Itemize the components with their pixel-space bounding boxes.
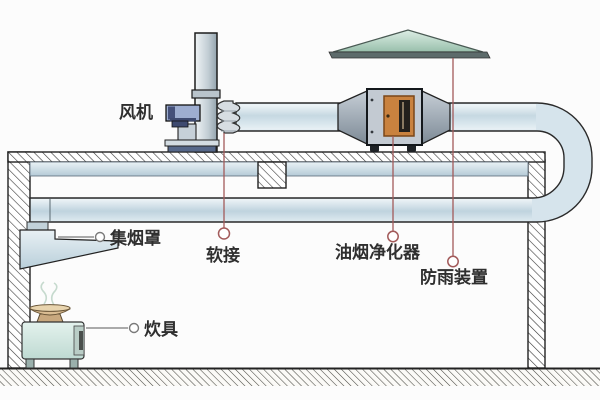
callout-dot [128,322,140,334]
rain-cap-base-bar [328,51,491,59]
rain-cap-roof [332,29,484,53]
steam [40,281,58,306]
callout-flexible-joint [217,133,231,240]
ceiling-beam [257,161,287,189]
fan-label: 风机 [119,102,153,122]
callout-dot [94,231,106,243]
callout-smoke-hood [58,231,106,243]
oil-fume-purifier-label: 油烟净化器 [335,242,421,262]
fan-motor-stripe [168,106,175,120]
callout-dot [387,230,399,243]
purifier-door-knob [386,114,390,118]
rain-guard-label: 防雨装置 [420,267,488,287]
fan-bracket [171,120,189,128]
cooker-label: 炊具 [144,319,178,339]
callout-dot [217,227,231,240]
smoke-hood-label: 集烟罩 [109,228,161,248]
flexible-joint [216,100,241,134]
stove-leg-left [25,358,35,369]
purifier-screw-bottom [370,130,374,134]
rain-guard-cap [328,29,491,59]
callout-dot [447,255,459,268]
chimney-flange [191,89,221,99]
flexible-joint-label: 软接 [206,245,240,265]
ground [0,367,600,386]
purifier-filter-slot [399,100,410,132]
lower-duct-shading [31,199,532,221]
smoke-hood [19,221,119,270]
purifier-filter-slot-line [402,102,404,129]
fan-pedestal-base [167,145,217,153]
purifier-outlet-transition [421,89,451,146]
stove-side-slot [79,331,83,350]
ceiling-slab [7,151,546,163]
callout-rain-guard [447,58,459,268]
fan-unit [164,104,220,153]
callout-cooker [86,322,140,334]
callouts [58,58,459,334]
purifier-inlet-transition [337,89,368,146]
stove-leg-right [69,358,79,369]
hood-connector [26,221,49,231]
fan-motor-base-strip [170,118,196,122]
purifier-screw-top [370,98,374,102]
fan-pedestal-top [164,139,220,147]
callout-purifier [387,136,399,243]
cooker [21,281,85,369]
oil-fume-purifier [337,88,451,152]
hood-body [19,229,119,270]
right-wall [527,159,546,369]
pot-rim [29,304,71,312]
